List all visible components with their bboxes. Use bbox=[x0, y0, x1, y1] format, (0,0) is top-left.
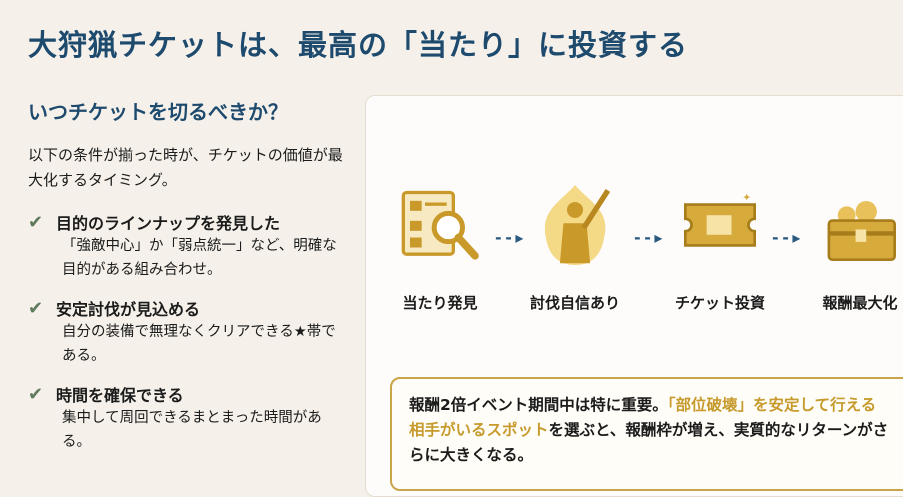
check-title: 目的のラインナップを発見した bbox=[56, 214, 281, 233]
check-item: ✔ 時間を確保できる 集中して周回できるまとまった時間がある。 bbox=[28, 382, 348, 454]
document-search-icon bbox=[400, 180, 480, 270]
tip-callout: 報酬2倍イベント期間中は特に重要。「部位破壊」を安定して行える相手がいるスポット… bbox=[390, 377, 903, 491]
callout-highlight: 「部位破壊」を安定して行える相手がいるスポット bbox=[409, 396, 877, 439]
check-item: ✔ 目的のラインナップを発見した 「強敵中心」か「弱点統一」など、明確な目的がある… bbox=[28, 210, 348, 282]
section-heading: いつチケットを切るべきか？ bbox=[28, 100, 288, 124]
callout-text: を選ぶと、報酬枠が増え、実質的なリターンがさらに大きくなる。 bbox=[409, 421, 889, 464]
arrow-icon: - - ▸ bbox=[634, 228, 662, 247]
step-label: 当たり発見 bbox=[402, 294, 478, 312]
hunter-flame-icon bbox=[535, 180, 615, 270]
step-confidence: 討伐自信あり bbox=[520, 180, 630, 313]
page-title: 大狩猟チケットは、最高の「当たり」に投資する bbox=[28, 28, 689, 62]
checklist: ✔ 目的のラインナップを発見した 「強敵中心」か「弱点統一」など、明確な目的がある… bbox=[28, 210, 348, 468]
check-desc: 「強敵中心」か「弱点統一」など、明確な目的がある組み合わせ。 bbox=[62, 238, 337, 278]
arrow-icon: - - ▸ bbox=[772, 228, 800, 247]
check-desc: 集中して周回できるまとまった時間がある。 bbox=[62, 410, 322, 450]
treasure-chest-icon bbox=[820, 180, 900, 270]
checkmark-icon: ✔ bbox=[28, 297, 44, 319]
check-desc: 自分の装備で無理なくクリアできる★帯である。 bbox=[62, 324, 336, 364]
step-discover: 当たり発見 bbox=[385, 180, 495, 313]
callout-text: 報酬2倍イベント期間中は特に重要。 bbox=[409, 396, 668, 414]
step-label: チケット投資 bbox=[674, 294, 765, 312]
step-label: 報酬最大化 bbox=[822, 294, 898, 312]
checkmark-icon: ✔ bbox=[28, 211, 44, 233]
ticket-icon: ✦ bbox=[680, 180, 760, 270]
intro-text: 以下の条件が揃った時が、チケットの価値が最大化するタイミング。 bbox=[28, 146, 343, 189]
arrow-icon: - - ▸ bbox=[495, 228, 523, 247]
step-reward: 報酬最大化 bbox=[805, 180, 903, 313]
check-title: 安定討伐が見込める bbox=[56, 300, 201, 319]
check-title: 時間を確保できる bbox=[56, 386, 184, 405]
checkmark-icon: ✔ bbox=[28, 383, 44, 405]
step-label: 討伐自信あり bbox=[529, 294, 620, 312]
step-ticket: ✦ チケット投資 bbox=[665, 180, 775, 313]
check-item: ✔ 安定討伐が見込める 自分の装備で無理なくクリアできる★帯である。 bbox=[28, 296, 348, 368]
svg-text:✦: ✦ bbox=[742, 191, 751, 204]
